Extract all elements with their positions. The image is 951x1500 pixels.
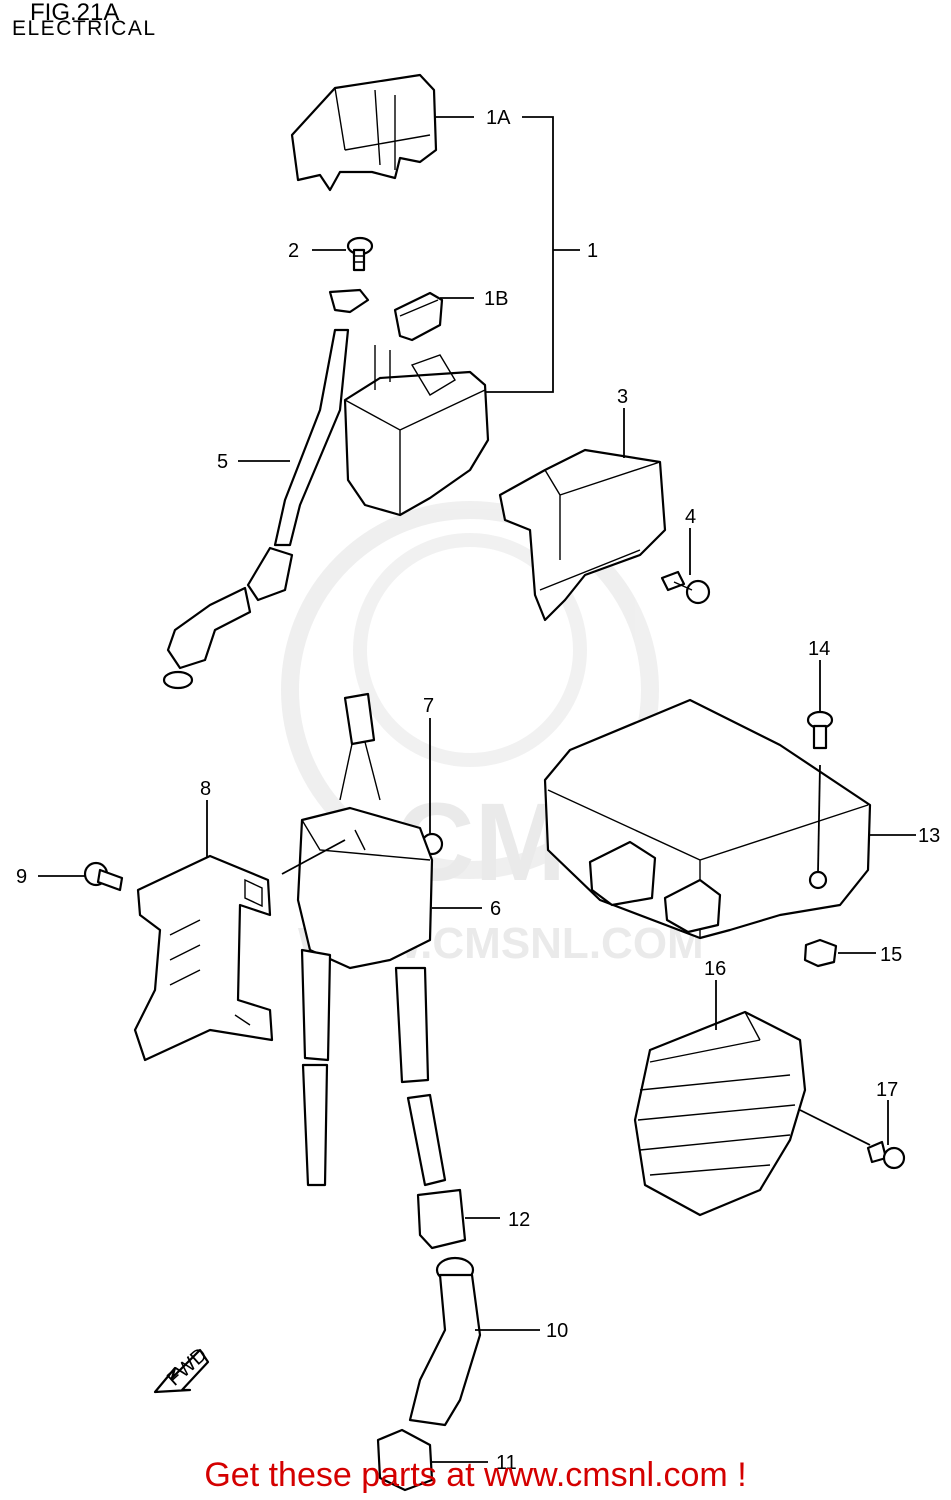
callout-9: 9 — [16, 866, 27, 888]
callout-1a: 1A — [486, 107, 511, 129]
callout-1b: 1B — [484, 288, 508, 310]
part-15-nut — [803, 938, 838, 968]
part-14-screw — [806, 710, 834, 750]
callout-1: 1 — [587, 240, 598, 262]
section-title: ELECTRICAL — [12, 17, 157, 40]
part-13-ignitor-unit — [543, 698, 872, 940]
callout-12: 12 — [508, 1209, 530, 1231]
callout-17: 17 — [876, 1079, 898, 1101]
callout-7: 7 — [423, 695, 434, 717]
callout-5: 5 — [217, 451, 228, 473]
callout-16: 16 — [704, 958, 726, 980]
callout-2: 2 — [288, 240, 299, 262]
footer-link[interactable]: Get these parts at www.cmsnl.com ! — [204, 1456, 747, 1494]
callout-10: 10 — [546, 1320, 568, 1342]
callout-8: 8 — [200, 778, 211, 800]
callout-14: 14 — [808, 638, 830, 660]
part-8-coil-bracket — [133, 854, 274, 1062]
part-2-screw — [346, 236, 374, 272]
part-17-screw — [866, 1140, 906, 1170]
fwd-arrow: FWD — [153, 1344, 212, 1394]
callout-4: 4 — [685, 506, 696, 528]
part-9-bolt — [83, 861, 124, 892]
callout-3: 3 — [617, 386, 628, 408]
figure-number: FIG.21A — [30, 0, 120, 26]
callout-15: 15 — [880, 944, 902, 966]
callout-13: 13 — [918, 825, 940, 847]
callout-labels: 1A 1 2 1B 3 4 5 7 8 9 6 14 13 15 16 17 1… — [16, 107, 940, 1474]
part-1a-relay-cover — [290, 73, 438, 192]
part-12-plug-cap — [406, 1093, 467, 1250]
leader-lines — [38, 116, 916, 1463]
part-1-starter-relay — [343, 345, 490, 517]
part-16-regulator-rectifier — [633, 1010, 807, 1217]
part-5-battery-lead — [162, 288, 370, 690]
part-4-bolt — [660, 570, 711, 605]
part-11-cap — [376, 1428, 434, 1492]
part-3-bracket — [498, 448, 667, 622]
callout-6: 6 — [490, 898, 501, 920]
callout-11: 11 — [496, 1452, 517, 1474]
part-10-spark-plug-cap — [408, 1256, 482, 1427]
part-1b-fuse — [393, 291, 444, 342]
